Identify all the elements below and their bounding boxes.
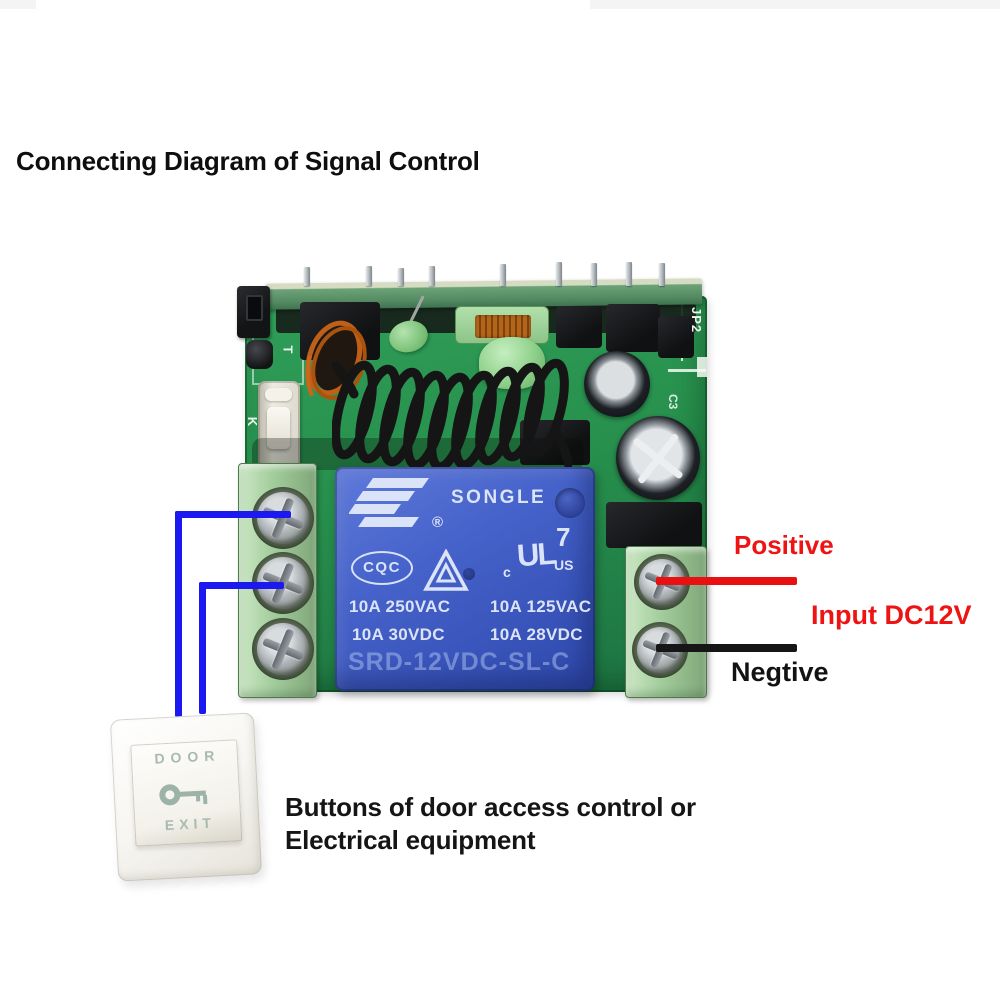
key-icon [159,784,208,806]
cert-triangle-icon [423,549,469,591]
ul-c-prefix: c [503,564,511,580]
input-voltage-label: Input DC12V [811,600,972,630]
caption-line1: Buttons of door access control or [285,792,696,822]
header-pin [304,267,310,286]
exit-button: DOOR EXIT [130,739,243,847]
silkscreen-c3: C3 [666,394,680,410]
electrolytic-capacitor [584,351,650,417]
mold-mark [555,488,585,518]
header-pin [626,262,632,286]
exit-label: EXIT [164,814,217,834]
silkscreen-line [668,369,706,372]
songle-logo-icon [349,478,429,527]
signal-wire-2-vertical [199,582,206,714]
smd-component [556,306,602,348]
relay: ® SONGLE CQC c UL 7 US 10A 250VAC 10A 12… [335,467,595,691]
door-label: DOOR [154,747,221,767]
signal-wire-1-horizontal [175,511,291,518]
screw-icon [257,492,309,544]
page-title: Connecting Diagram of Signal Control [16,146,480,176]
scan-artifact [590,0,1000,9]
mold-dimple [463,568,475,580]
cqc-certification-badge: CQC [351,551,413,585]
jumper-header [237,286,270,338]
screw-icon [257,623,309,675]
capacitor-small [246,340,273,369]
ul-file-number: 7 [556,522,571,552]
relay-brand: SONGLE [451,487,547,508]
terminal-block-signal [238,463,317,698]
scan-artifact [0,0,36,9]
relay-rating: 10A 30VDC [352,625,445,644]
header-pin [500,264,506,286]
silkscreen-t: T [280,345,296,354]
silkscreen-jp2: JP2 [689,307,704,334]
relay-rating: 10A 250VAC [349,597,451,616]
relay-pin-block [606,502,702,548]
caption-line2: Electrical equipment [285,825,536,855]
caption: Buttons of door access control or Electr… [285,791,696,857]
relay-rating: 10A 28VDC [490,625,583,644]
spring-antenna-coil [332,358,572,472]
header-pin [398,268,404,286]
header-pin [659,263,665,286]
push-button-switch [258,381,300,469]
signal-wire-2-horizontal [199,582,284,589]
electrolytic-capacitor [616,416,700,500]
relay-rating: 10A 125VAC [490,597,592,616]
screw-terminal [252,487,314,549]
ul-mark: UL [515,535,556,574]
signal-wire-1-vertical [175,511,182,717]
header-pin [591,263,597,286]
smd-component [658,316,694,358]
solder-pad [697,357,707,377]
ul-us-suffix: US [554,557,574,573]
positive-label: Positive [734,530,834,560]
header-pin [366,266,372,286]
header-pin [556,262,562,286]
header-pin [429,266,435,286]
registered-trademark: ® [432,514,444,531]
silkscreen-k: K [245,416,261,427]
relay-model: SRD-12VDC-SL-C [348,648,571,676]
screw-terminal [252,618,314,680]
smd-component [606,304,660,352]
exit-button-plate: DOOR EXIT [109,712,263,882]
negative-wire [656,644,797,652]
terminal-block-power [625,546,707,698]
negative-label: Negtive [731,657,829,687]
coil-winding [475,315,531,338]
positive-wire [656,577,797,585]
